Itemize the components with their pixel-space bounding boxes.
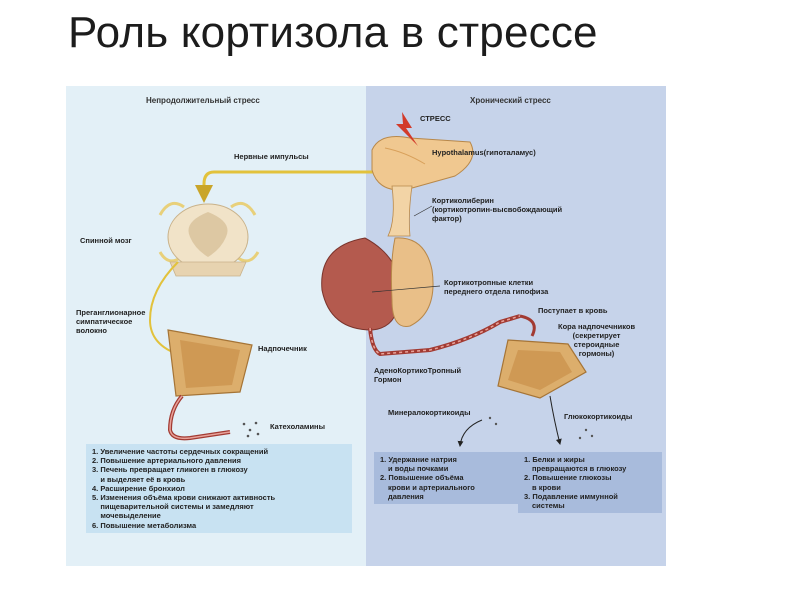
effect-item: 2. Повышение артериального давления xyxy=(92,456,241,466)
catecholamines-label: Катехоламины xyxy=(270,422,325,431)
short-term-stress-heading: Непродолжительный стресс xyxy=(146,96,260,105)
spinal-cord-illustration xyxy=(158,201,260,277)
nerve-impulse-path xyxy=(195,170,378,203)
preganglionic-fiber-label: Преганглионарное симпатическое волокно xyxy=(76,308,146,335)
hypothalamus-label: Hypothalamus(гипоталамус) xyxy=(432,148,536,157)
nerve-impulses-label: Нервные импульсы xyxy=(234,152,309,161)
left-adrenal-gland-illustration xyxy=(167,329,253,397)
effect-item: и выделяет её в кровь xyxy=(92,474,186,484)
mineralocorticoid-arrow-icon xyxy=(457,419,483,447)
short-term-effects-box: 1. Увеличение частоты сердечных сокращен… xyxy=(86,444,352,533)
corticotropic-cells-label: Кортикотропные клетки переднего отдела г… xyxy=(444,278,549,296)
adrenal-gland-label: Надпочечник xyxy=(258,344,307,353)
glucocorticoid-arrow-icon xyxy=(549,395,562,445)
effect-item: 6. Повышение метаболизма xyxy=(92,520,197,530)
chronic-stress-heading: Хронический стресс xyxy=(470,96,551,105)
stress-label: СТРЕСС xyxy=(420,114,451,123)
hypothalamus-illustration xyxy=(371,136,474,191)
glucocorticoids-label: Глюкокортикоиды xyxy=(564,412,633,421)
left-blood-vessel xyxy=(167,394,231,441)
glucocorticoid-effects-box: 1. Белки и жиры превращаются в глюкозу 2… xyxy=(518,452,662,514)
effect-item: 4. Расширение бронхиол xyxy=(92,483,185,493)
mineralocorticoids-label: Минералокортикоиды xyxy=(388,408,471,417)
effect-item: 5. Изменения объёма крови снижают активн… xyxy=(92,493,276,503)
mineralocorticoid-effects-box: 1. Удержание натрия и воды почками 2. По… xyxy=(374,452,518,505)
effect-item: мочевыделение xyxy=(92,511,161,521)
right-adrenal-gland-illustration xyxy=(497,339,587,399)
adrenal-cortex-label: Кора надпочечников (секретирует стероидн… xyxy=(558,322,636,358)
effect-item: 3. Печень превращает гликоген в глюкозу xyxy=(92,465,248,475)
pituitary-illustration xyxy=(321,237,434,331)
enters-blood-label: Поступает в кровь xyxy=(538,306,608,315)
catecholamine-particles xyxy=(242,421,260,438)
spinal-cord-label: Спинной мозг xyxy=(80,236,132,245)
acth-blood-vessel xyxy=(368,314,521,357)
corticoliberin-label: Кортиколиберин (кортикотропин-высвобожда… xyxy=(432,196,563,223)
acth-label: АденоКортикоТропный Гормон xyxy=(374,366,462,384)
effect-item: 1. Увеличение частоты сердечных сокращен… xyxy=(92,447,269,456)
effect-item: пищеварительной системы и замедляют xyxy=(92,502,254,512)
preganglionic-fiber-path xyxy=(148,261,181,356)
slide-title: Роль кортизола в стрессе xyxy=(68,8,598,57)
